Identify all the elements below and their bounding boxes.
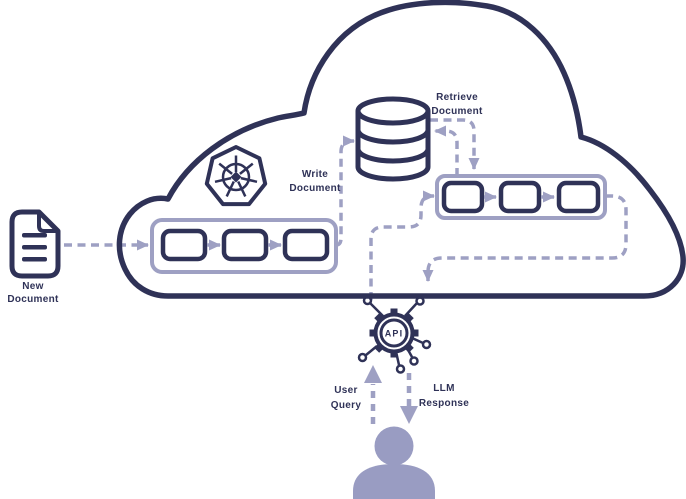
document-sheet: [9, 209, 61, 279]
user-body: [353, 464, 435, 499]
user-query-arrowhead: [364, 365, 382, 383]
llm-response-label-line2: Response: [419, 398, 469, 409]
user-query-label-line2: Query: [331, 400, 362, 411]
pipeline-stage: [282, 228, 330, 262]
retrieval-pipeline: [435, 174, 607, 220]
retrieve-document-label-line2: Document: [431, 106, 483, 117]
arrow-api-to-retrieval-pipeline: [369, 190, 435, 300]
retrieve-document-label-line1: Retrieve: [436, 92, 478, 103]
document-line: [22, 257, 47, 262]
document-fold: [37, 213, 57, 233]
user-head: [374, 426, 414, 466]
pipeline-stage: [556, 180, 601, 214]
labels: New Document Write Document Retrieve Doc…: [7, 92, 483, 411]
gear-core: [379, 318, 409, 348]
api-gear-icon: API: [357, 295, 432, 374]
user-icon: [353, 426, 435, 499]
new-document-label-line2: Document: [7, 294, 59, 305]
database-bottom: [355, 166, 431, 182]
database-band: [355, 148, 431, 164]
cloud-outline: [116, 0, 686, 299]
pipeline-stage: [498, 180, 542, 214]
write-document-label-line1: Write: [302, 169, 328, 180]
new-document-icon: [9, 209, 61, 279]
database-side: [355, 111, 431, 167]
pipeline-stage: [441, 180, 485, 214]
kubernetes-spokes: [214, 155, 258, 197]
llm-response-arrowhead: [400, 406, 418, 424]
api-label: API: [385, 329, 404, 339]
kubernetes-hub: [230, 171, 242, 183]
new-document-label-line1: New: [22, 281, 43, 292]
arrow-retrieve-response: [430, 118, 480, 170]
pipeline-container: [435, 174, 607, 220]
pipeline-stage: [221, 228, 269, 262]
pipeline-container: [150, 218, 338, 274]
database-icon: [355, 96, 431, 182]
llm-response-label-line1: LLM: [433, 383, 454, 394]
database-band: [355, 129, 431, 145]
arrow-retrieve-request: [434, 125, 459, 176]
kubernetes-icon: [204, 145, 268, 207]
document-line: [22, 233, 47, 238]
document-line: [22, 245, 47, 250]
user-exchange-arrows: [364, 365, 418, 424]
ingestion-pipeline: [150, 218, 338, 274]
kubernetes-heptagon: [204, 145, 268, 207]
circuit-traces: [357, 295, 432, 374]
pipeline-stage: [160, 228, 208, 262]
database-top: [355, 96, 431, 126]
write-document-label-line2: Document: [289, 183, 341, 194]
flow-arrows: [64, 118, 628, 300]
arrow-write-document: [335, 135, 355, 247]
arrow-retrieval-pipeline-to-api: [422, 194, 628, 282]
user-query-label-line1: User: [334, 385, 357, 396]
